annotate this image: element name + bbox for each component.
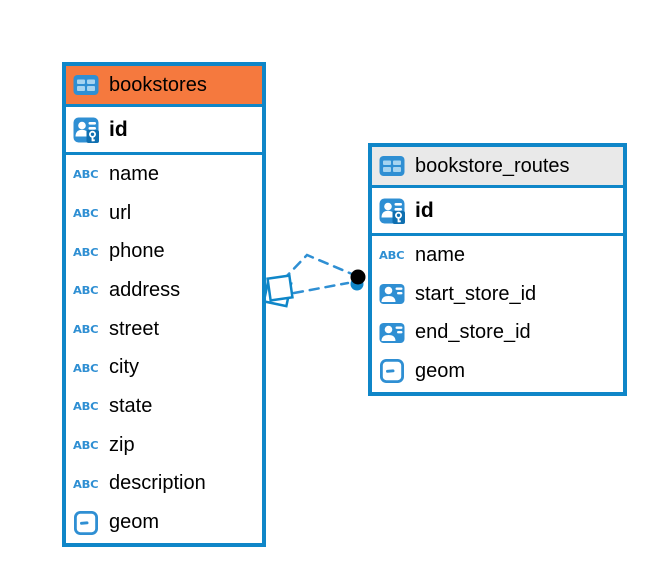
- table-icon: [379, 153, 405, 179]
- column-name: zip: [109, 433, 135, 456]
- table-bookstore-routes[interactable]: bookstore_routes id ABC name start_store…: [368, 143, 627, 396]
- relationship-source-symbol[interactable]: [262, 274, 294, 308]
- column-row-name[interactable]: ABC name: [66, 155, 262, 194]
- reference-type-icon: [379, 281, 405, 307]
- column-row-city[interactable]: ABC city: [66, 348, 262, 387]
- column-name: description: [109, 472, 206, 495]
- table-bookstores[interactable]: bookstores id ABC name ABC url ABC phone…: [62, 62, 266, 547]
- column-name: end_store_id: [415, 321, 531, 344]
- column-row-geom[interactable]: geom: [66, 503, 262, 542]
- column-name: name: [415, 243, 466, 266]
- text-type-icon: ABC: [73, 361, 99, 375]
- column-name: geom: [415, 359, 466, 382]
- text-type-icon: ABC: [73, 322, 99, 336]
- column-name: state: [109, 394, 153, 417]
- column-name: city: [109, 356, 139, 379]
- table-icon: [73, 72, 99, 98]
- table-name: bookstore_routes: [415, 154, 570, 177]
- column-row-name[interactable]: ABC name: [372, 236, 623, 275]
- table-name: bookstores: [109, 73, 207, 96]
- column-name: street: [109, 317, 160, 340]
- column-row-end-store-id[interactable]: end_store_id: [372, 313, 623, 352]
- column-name: phone: [109, 240, 165, 263]
- relationship-target-symbol[interactable]: [350, 269, 366, 291]
- text-type-icon: ABC: [73, 167, 99, 181]
- column-row-description[interactable]: ABC description: [66, 465, 262, 504]
- relationship-line-2[interactable]: [292, 281, 350, 295]
- column-row-address[interactable]: ABC address: [66, 271, 262, 310]
- column-row-zip[interactable]: ABC zip: [66, 426, 262, 465]
- table-bookstore-routes-header[interactable]: bookstore_routes: [372, 147, 623, 188]
- column-name: name: [109, 162, 160, 185]
- column-row-street[interactable]: ABC street: [66, 310, 262, 349]
- text-type-icon: ABC: [73, 245, 99, 259]
- column-row-phone[interactable]: ABC phone: [66, 232, 262, 271]
- column-name: start_store_id: [415, 282, 537, 305]
- relationship-line-1[interactable]: [281, 253, 354, 282]
- text-type-icon: ABC: [73, 477, 99, 491]
- primary-key-icon: [73, 117, 99, 143]
- column-name: id: [415, 198, 434, 222]
- primary-key-icon: [379, 198, 405, 224]
- column-row-url[interactable]: ABC url: [66, 194, 262, 233]
- column-name: geom: [109, 511, 160, 534]
- column-name: url: [109, 201, 132, 224]
- text-type-icon: ABC: [73, 438, 99, 452]
- table-bookstores-header[interactable]: bookstores: [66, 66, 262, 107]
- text-type-icon: ABC: [379, 248, 405, 262]
- column-row-id[interactable]: id: [372, 188, 623, 236]
- text-type-icon: ABC: [73, 283, 99, 298]
- column-row-geom[interactable]: geom: [372, 352, 623, 391]
- text-type-icon: ABC: [73, 206, 99, 220]
- column-row-state[interactable]: ABC state: [66, 387, 262, 426]
- geometry-type-icon: [379, 358, 405, 384]
- column-row-start-store-id[interactable]: start_store_id: [372, 275, 623, 314]
- reference-type-icon: [379, 320, 405, 346]
- column-name: id: [109, 117, 128, 141]
- geometry-type-icon: [73, 510, 99, 536]
- column-row-id[interactable]: id: [66, 107, 262, 155]
- text-type-icon: ABC: [73, 399, 99, 414]
- column-name: address: [109, 278, 181, 301]
